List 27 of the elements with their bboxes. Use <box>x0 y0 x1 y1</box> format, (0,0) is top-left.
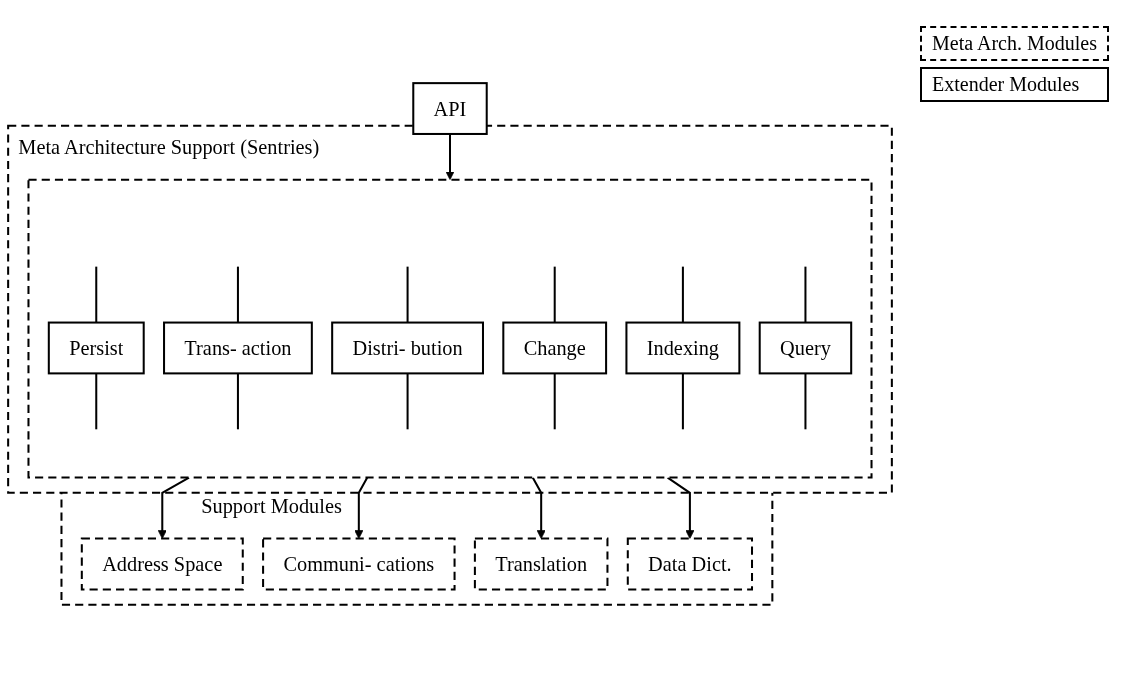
connector <box>681 266 684 323</box>
node-box: Communi- cations <box>262 537 456 591</box>
node-box: API <box>412 81 488 135</box>
connector <box>406 373 409 429</box>
node-box: Trans- action <box>163 321 313 374</box>
arrow <box>445 133 455 180</box>
node-box: Distri- bution <box>331 321 484 374</box>
connector <box>406 266 409 323</box>
legend-entry: Extender Modules <box>920 67 1109 102</box>
node-box: Change <box>502 321 608 374</box>
connector <box>236 266 239 323</box>
connector <box>804 373 807 429</box>
connector <box>236 373 239 429</box>
node-box: Data Dict. <box>626 537 754 591</box>
node-box: Indexing <box>625 321 741 374</box>
node-box: Query <box>758 321 853 374</box>
connector <box>553 373 556 429</box>
connector <box>681 373 684 429</box>
connector <box>804 266 807 323</box>
connector <box>553 266 556 323</box>
legend-entry: Meta Arch. Modules <box>920 26 1109 61</box>
node-box: Persist <box>47 321 145 374</box>
connector <box>95 266 98 323</box>
cluster <box>27 178 873 479</box>
connector <box>95 373 98 429</box>
node-box: Translation <box>473 537 609 591</box>
node-box: Address Space <box>80 537 244 591</box>
